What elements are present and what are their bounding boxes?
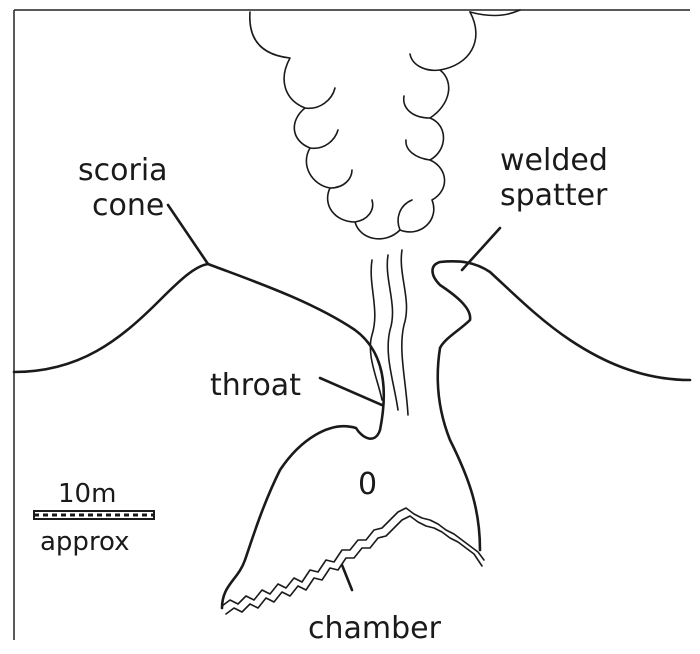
label-welded: welded	[500, 143, 608, 178]
scale-bar: 10m approx	[34, 479, 154, 557]
scoria-cone-leader	[168, 205, 208, 264]
label-scoria: scoria	[78, 153, 168, 188]
label-cone: cone	[92, 188, 164, 223]
scale-bar-value: 10m	[58, 479, 116, 509]
scale-bar-note: approx	[40, 527, 130, 557]
label-spatter: spatter	[500, 178, 608, 213]
chamber-roof-inner	[226, 516, 482, 614]
gas-streams	[370, 250, 408, 415]
welded-spatter-outline	[433, 261, 691, 550]
label-chamber: chamber	[308, 611, 442, 646]
eruption-cloud	[250, 10, 520, 239]
label-blob: 0	[358, 467, 377, 502]
chamber-roof	[222, 508, 484, 606]
label-throat: throat	[210, 368, 301, 403]
chamber-leader	[342, 565, 352, 590]
throat-leader	[320, 378, 382, 405]
welded-spatter-leader	[462, 228, 500, 270]
